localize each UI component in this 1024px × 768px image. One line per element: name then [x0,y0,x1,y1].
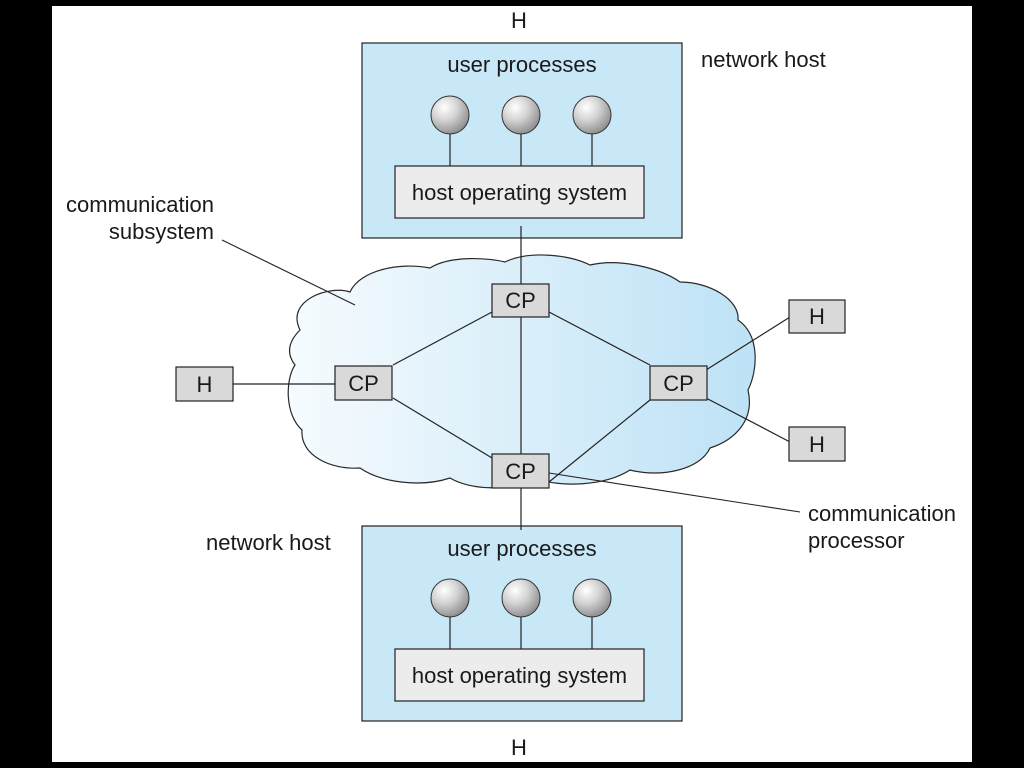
process-icon [572,95,612,135]
bottom-host-os-box [394,648,645,702]
cp-right-label: CP [663,371,694,396]
user-processes-top-label: user processes [447,52,597,77]
h-left-label: H [196,372,213,397]
cp-bottom-label: CP [505,459,536,484]
bottom-host-label: H [511,735,527,760]
communication-subsystem-label-line2: subsystem [108,219,214,244]
user-processes-bottom-label: user processes [447,536,597,561]
communication-subsystem-cloud [287,254,756,489]
h-right-top-box [788,299,846,334]
communication-processor-label-line1: communication [808,501,956,526]
process-icon [501,578,541,618]
h-right-top-label: H [809,304,825,329]
process-connectors-bottom [449,615,593,649]
network-host-bottom-label: network host [206,530,331,555]
process-icon [430,578,470,618]
h-right-bottom-label: H [809,432,825,457]
top-host-label: H [511,8,527,33]
process-icon [501,95,541,135]
communication-processor-label-line2: processor [808,528,905,553]
h-left-box [175,366,234,402]
cp-left-box [334,365,393,401]
cp-left-label: CP [348,371,379,396]
cp-right-box [649,365,708,401]
process-icon [572,578,612,618]
cp-top-box [491,283,550,318]
cp-bottom-box [491,453,550,489]
network-links [233,226,791,530]
communication-subsystem-label-line1: communication [66,192,214,217]
process-connectors-top [449,132,593,166]
host-os-top-label: host operating system [411,180,628,205]
h-right-bottom-box [788,426,846,462]
network-host-top-label: network host [701,47,826,72]
callout-lines [221,239,801,513]
process-icon [430,95,470,135]
host-os-bottom-label: host operating system [411,663,628,688]
cp-top-label: CP [505,288,536,313]
top-host-os-box [394,165,645,219]
